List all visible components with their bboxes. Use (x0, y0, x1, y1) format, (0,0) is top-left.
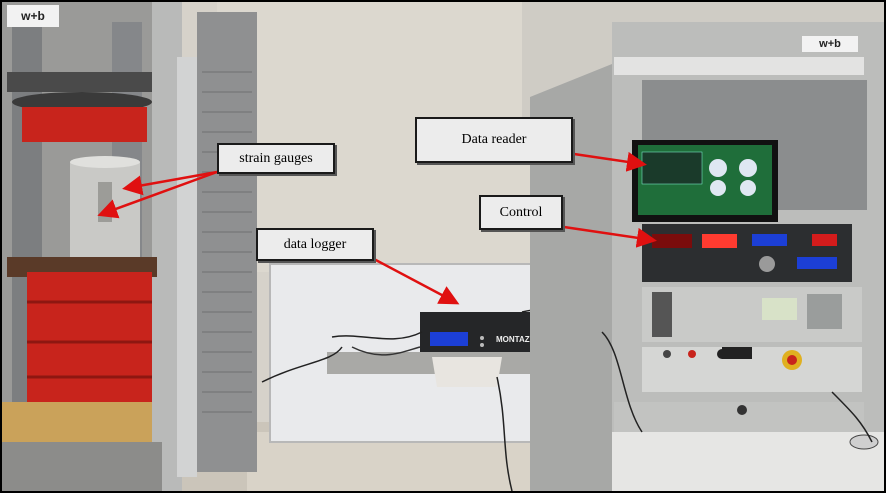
machine-base (2, 402, 152, 442)
desk (612, 432, 884, 491)
arrow-data-logger (371, 256, 460, 305)
label-strain-gauges: strain gauges (217, 143, 335, 174)
arrow-strain-gauge-2 (97, 170, 218, 219)
arrow-strain-gauge-1 (122, 170, 218, 196)
label-data-logger: data logger (256, 228, 374, 261)
arrow-control (563, 225, 657, 248)
label-control: Control (479, 195, 563, 230)
arrow-data-reader (573, 151, 647, 172)
logger-lcd (430, 332, 468, 346)
control-panel (642, 224, 852, 282)
label-data-reader: Data reader (415, 117, 573, 163)
machine-brand-left: w+b (7, 5, 59, 27)
control-cabinet-side (530, 64, 612, 491)
machine-brand-right: w+b (802, 36, 858, 52)
machine-grille (197, 12, 257, 472)
upper-platen (22, 107, 147, 142)
logger-brand: MONTAZ (496, 335, 530, 344)
